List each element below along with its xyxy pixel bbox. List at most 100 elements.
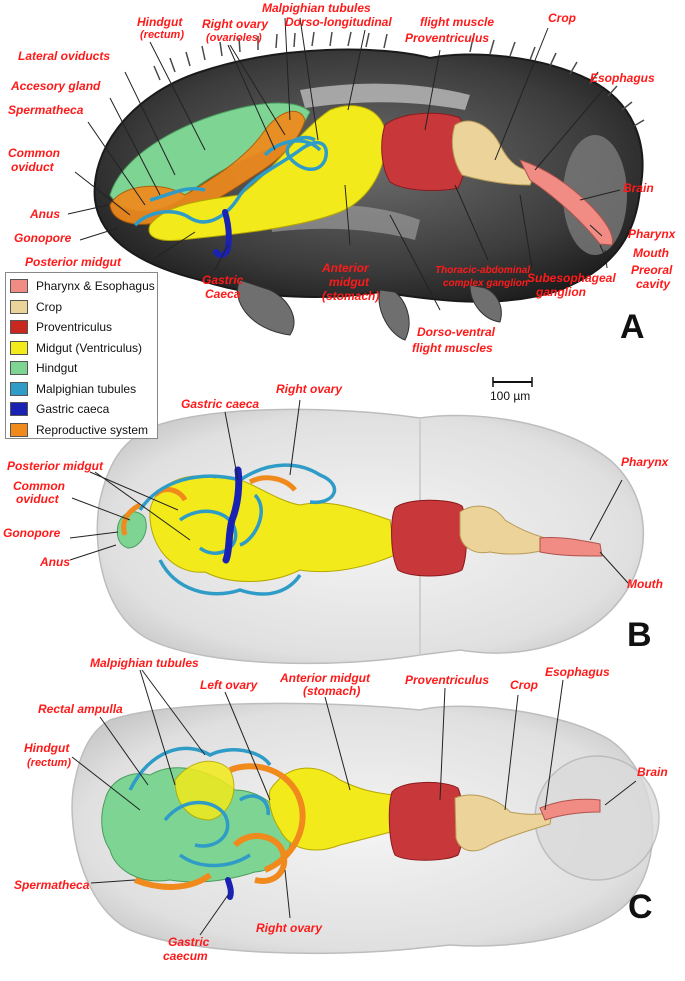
b-label-common-oviduct-l2: oviduct bbox=[16, 492, 60, 506]
legend-label: Reproductive system bbox=[36, 422, 149, 437]
panel-c-reproductive bbox=[133, 763, 306, 890]
a-label-flight-muscle: flight muscle bbox=[420, 15, 494, 29]
a-label-anterior-l1: Anterior bbox=[321, 261, 370, 275]
legend-swatch bbox=[10, 361, 28, 376]
legend-label: Gastric caeca bbox=[36, 402, 110, 417]
a-label-common-oviduct-l2: oviduct bbox=[11, 160, 55, 174]
scale-bar-label: 100 µm bbox=[490, 389, 530, 403]
legend-item: Reproductive system bbox=[10, 420, 153, 441]
legend-swatch bbox=[10, 320, 28, 335]
panel-a-hairs bbox=[153, 31, 645, 127]
c-label-gastric-l1: Gastric bbox=[168, 935, 210, 949]
a-label-hindgut-l1: Hindgut bbox=[137, 15, 183, 29]
b-label-posterior-midgut: Posterior midgut bbox=[7, 459, 104, 473]
legend-swatch bbox=[10, 422, 28, 437]
panel-c-letter: C bbox=[628, 888, 653, 926]
b-label-pharynx: Pharynx bbox=[621, 455, 670, 469]
legend-item: Crop bbox=[10, 297, 153, 318]
c-label-gastric-l2: caecum bbox=[163, 949, 208, 963]
panel-c-proventriculus bbox=[388, 781, 464, 861]
panel-a-mid-leg bbox=[378, 289, 410, 341]
a-label-dorso-longitudinal: Dorso-longitudinal bbox=[285, 15, 392, 29]
panel-b: Right ovary Gastric caeca Posterior midg… bbox=[3, 382, 670, 665]
a-label-malpighian: Malpighian tubules bbox=[262, 1, 371, 15]
legend-item: Proventriculus bbox=[10, 317, 153, 338]
b-label-gonopore: Gonopore bbox=[3, 526, 61, 540]
panel-b-proventriculus bbox=[391, 499, 467, 577]
panel-a-crop bbox=[451, 120, 536, 186]
a-label-dorsoventral-l1: Dorso-ventral bbox=[417, 325, 496, 339]
a-label-preoral-l2: cavity bbox=[636, 277, 671, 291]
b-label-right-ovary: Right ovary bbox=[276, 382, 343, 396]
c-label-spermatheca: Spermatheca bbox=[14, 878, 90, 892]
c-label-left-ovary: Left ovary bbox=[200, 678, 259, 692]
panel-b-esophagus bbox=[539, 537, 603, 557]
legend-item: Midgut (Ventriculus) bbox=[10, 338, 153, 359]
a-label-esophagus: Esophagus bbox=[590, 71, 655, 85]
panel-c-gastric-caecum bbox=[225, 877, 234, 900]
a-label-proventriculus: Proventriculus bbox=[405, 31, 489, 45]
a-label-right-ovary-l1: Right ovary bbox=[202, 17, 269, 31]
legend-item: Gastric caeca bbox=[10, 399, 153, 420]
legend-swatch bbox=[10, 299, 28, 314]
legend-item: Malpighian tubules bbox=[10, 379, 153, 400]
panel-a: Hindgut (rectum) Right ovary (ovarioles)… bbox=[8, 1, 677, 403]
a-label-posterior-midgut: Posterior midgut bbox=[25, 255, 122, 269]
panel-a-letter: A bbox=[620, 308, 645, 346]
c-label-rectal-ampulla: Rectal ampulla bbox=[38, 702, 123, 716]
legend-label: Pharynx & Esophagus bbox=[36, 279, 155, 294]
a-label-common-oviduct-l1: Common bbox=[8, 146, 60, 160]
a-label-gonopore: Gonopore bbox=[14, 231, 72, 245]
panel-b-leaders bbox=[69, 399, 629, 584]
c-label-anterior-l2: (stomach) bbox=[303, 684, 360, 698]
a-label-lateral-oviducts: Lateral oviducts bbox=[18, 49, 110, 63]
a-label-hindgut-l2: (rectum) bbox=[140, 29, 184, 41]
a-label-dorsoventral-l2: flight muscles bbox=[412, 341, 493, 355]
panel-a-gastric-caeca bbox=[213, 209, 232, 259]
legend-label: Proventriculus bbox=[36, 320, 113, 335]
panel-a-fore-leg bbox=[469, 284, 502, 323]
a-label-anterior-l3: (stomach) bbox=[322, 289, 379, 303]
a-label-thoracic-l2: complex ganglion bbox=[443, 278, 528, 289]
a-label-spermatheca: Spermatheca bbox=[8, 103, 84, 117]
legend-swatch bbox=[10, 279, 28, 294]
a-label-crop: Crop bbox=[548, 11, 576, 25]
panel-a-malpighian bbox=[133, 135, 328, 227]
panel-c-esophagus bbox=[539, 798, 601, 821]
panel-a-esophagus bbox=[519, 159, 614, 246]
panel-c-leaders bbox=[71, 669, 637, 936]
c-label-esophagus: Esophagus bbox=[545, 665, 610, 679]
b-label-gastric-caeca: Gastric caeca bbox=[181, 397, 259, 411]
a-label-pharynx: Pharynx bbox=[628, 227, 677, 241]
legend-label: Crop bbox=[36, 299, 63, 314]
a-label-subeso-l2: ganglion bbox=[535, 285, 586, 299]
a-label-right-ovary-l2: (ovarioles) bbox=[206, 32, 262, 44]
a-label-gastric-l2: Caeca bbox=[205, 287, 241, 301]
panel-b-letter: B bbox=[627, 616, 652, 654]
a-label-mouth: Mouth bbox=[633, 246, 669, 260]
legend: Pharynx & Esophagus Crop Proventriculus … bbox=[5, 272, 158, 439]
a-label-subeso-l1: Subesophageal bbox=[527, 271, 616, 285]
legend-item: Pharynx & Esophagus bbox=[10, 276, 155, 297]
a-label-gastric-l1: Gastric bbox=[202, 273, 244, 287]
legend-label: Malpighian tubules bbox=[36, 381, 137, 396]
panel-c-midgut-front bbox=[174, 760, 235, 821]
panel-a-head bbox=[563, 135, 627, 255]
scale-bar: 100 µm bbox=[490, 377, 533, 403]
legend-item: Hindgut bbox=[10, 358, 153, 379]
panel-a-thorax-plate bbox=[300, 83, 470, 110]
a-label-anterior-l2: midgut bbox=[329, 275, 370, 289]
b-label-anus: Anus bbox=[39, 555, 70, 569]
c-label-anterior-l1: Anterior midgut bbox=[279, 671, 371, 685]
a-label-preoral-l1: Preoral bbox=[631, 263, 673, 277]
a-label-anus: Anus bbox=[29, 207, 60, 221]
c-label-brain: Brain bbox=[637, 765, 668, 779]
panel-c: Malpighian tubules Left ovary Anterior m… bbox=[14, 656, 668, 963]
c-label-proventriculus: Proventriculus bbox=[405, 673, 489, 687]
legend-swatch bbox=[10, 402, 28, 417]
panel-a-leaders bbox=[67, 17, 621, 311]
legend-label: Hindgut bbox=[36, 361, 78, 376]
panel-c-malpighian bbox=[128, 746, 272, 868]
